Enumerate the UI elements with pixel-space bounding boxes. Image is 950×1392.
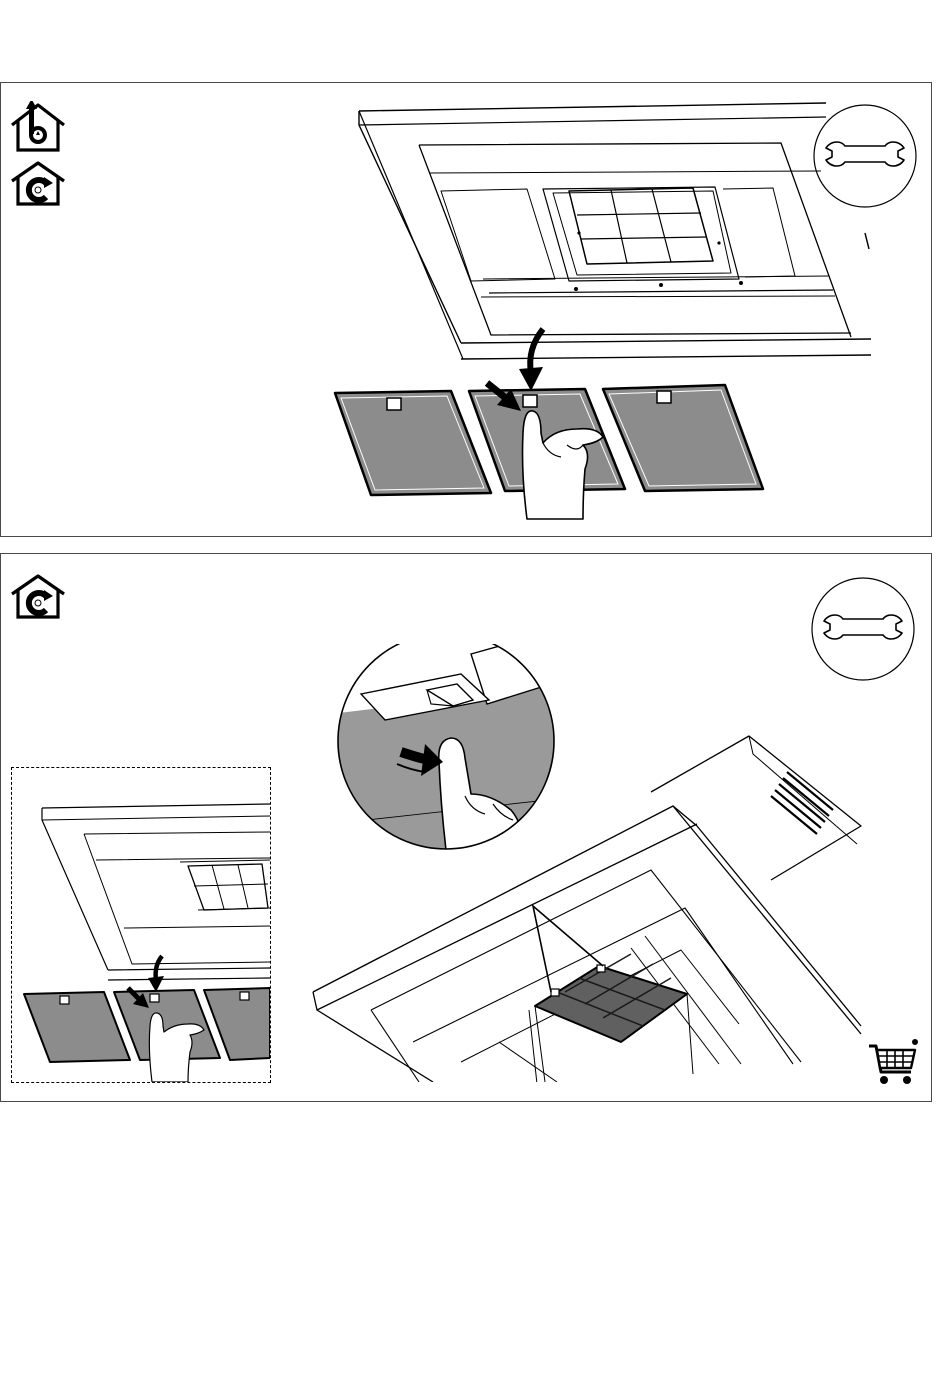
recirculation-icon xyxy=(9,161,67,207)
step-panel-2 xyxy=(0,553,932,1102)
previous-step-inset xyxy=(11,767,271,1083)
ducted-extraction-icon xyxy=(9,101,67,153)
install-charcoal-filter-illustration xyxy=(301,644,871,1082)
step-panel-1 xyxy=(0,82,932,537)
recirculation-icon xyxy=(9,574,67,620)
shopping-cart-icon xyxy=(867,1038,919,1086)
remove-grease-filters-illustration xyxy=(321,93,881,523)
